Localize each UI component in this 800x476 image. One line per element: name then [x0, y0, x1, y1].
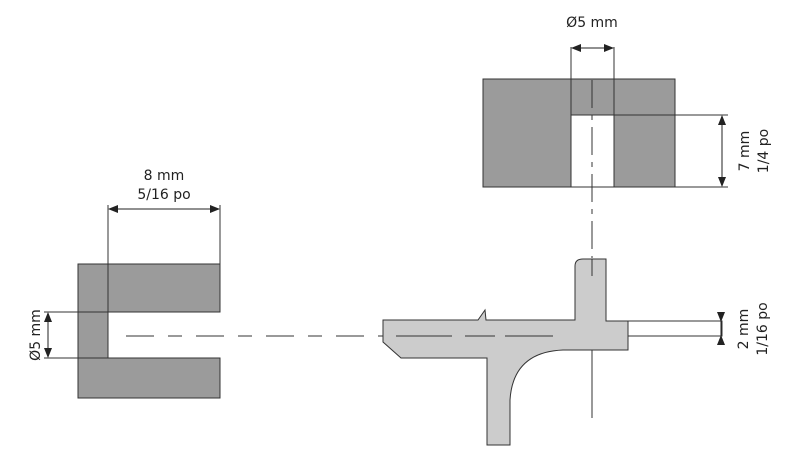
- top-block: [482, 47, 728, 188]
- left-hole-diameter-label: Ø5 mm: [28, 309, 44, 361]
- wire-thickness-in-label: 1/16 po: [755, 302, 771, 355]
- left-block: [44, 205, 221, 399]
- top-hole-diameter-label: Ø5 mm: [566, 15, 618, 31]
- left-depth-mm-label: 8 mm: [144, 168, 185, 184]
- top-depth-mm-label: 7 mm: [737, 131, 753, 172]
- left-depth-in-label: 5/16 po: [137, 187, 190, 203]
- bracket-part: [382, 258, 629, 446]
- wire-thickness-mm-label: 2 mm: [736, 309, 752, 350]
- top-depth-in-label: 1/4 po: [756, 129, 772, 173]
- wire: [627, 320, 723, 337]
